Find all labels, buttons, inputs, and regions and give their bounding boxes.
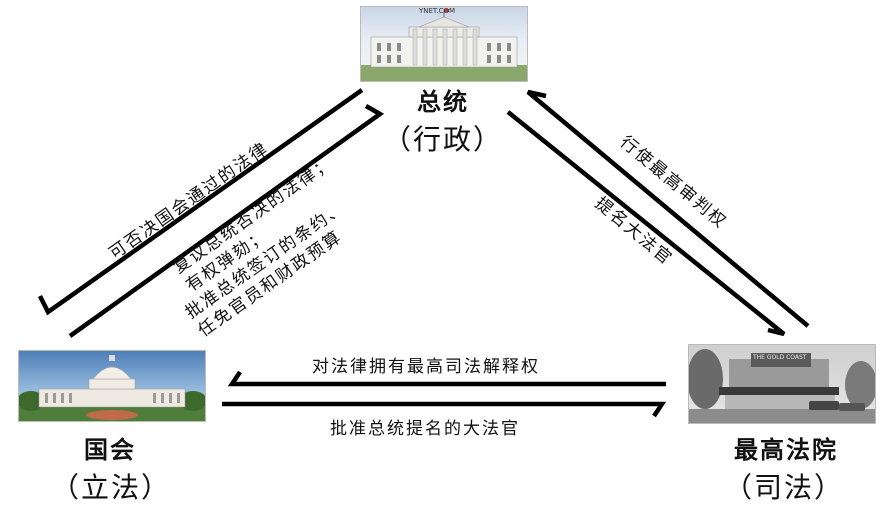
judicial-title: 最高法院 <box>734 436 838 464</box>
building-sign: THE GOLD COAST <box>753 354 807 361</box>
capitol-image <box>18 350 206 422</box>
white-house-illustration <box>361 9 527 81</box>
legislative-title: 国会 <box>84 436 136 464</box>
label-jud-to-leg: 对法律拥有最高司法解释权 <box>312 357 540 377</box>
judicial-subtitle: （司法） <box>723 471 844 504</box>
white-house-image: YNET.COM <box>360 6 528 82</box>
arrow-exec-to-leg <box>37 88 364 316</box>
arrow-jud-to-leg <box>227 370 666 387</box>
executive-title: 总统 <box>417 88 469 116</box>
label-leg-to-jud: 批准总统提名的大法官 <box>330 419 520 439</box>
executive-subtitle: （行政） <box>382 123 503 156</box>
legislative-subtitle: （立法） <box>50 471 171 504</box>
arrow-exec-to-jud <box>506 110 786 337</box>
watermark: YNET.COM <box>419 7 456 15</box>
supreme-court-illustration <box>689 349 875 423</box>
arrow-leg-to-jud <box>222 401 667 418</box>
arrow-leg-to-exec <box>68 104 385 338</box>
arrow-jud-to-exec <box>526 89 810 328</box>
capitol-illustration <box>19 355 205 421</box>
supreme-court-image: THE GOLD COAST <box>688 344 876 424</box>
